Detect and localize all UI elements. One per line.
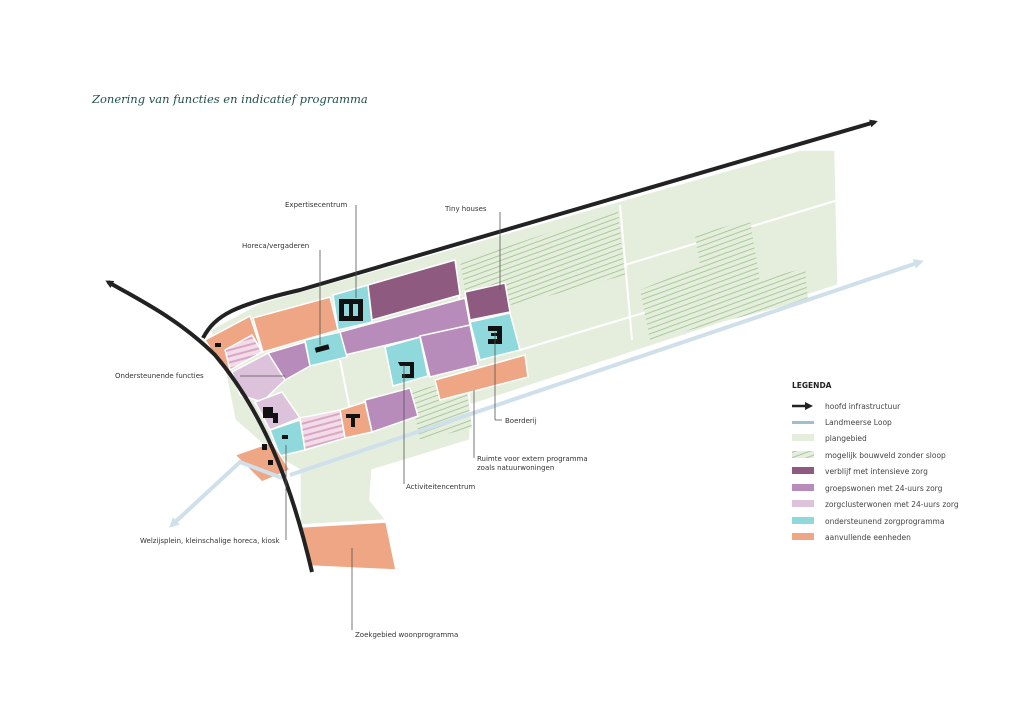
legend-title: LEGENDA — [792, 381, 832, 390]
legend-item: zorgclusterwonen met 24-uurs zorg — [825, 500, 959, 509]
legend-swatch-verblijf — [792, 467, 814, 474]
zone-hatched-pink — [224, 333, 264, 372]
hatched-buildfield — [640, 220, 808, 340]
zone-verblijf — [367, 259, 461, 321]
hatched-buildfield — [460, 210, 625, 305]
zone-aanvullend — [233, 441, 292, 483]
legend-swatch-aanvullend — [792, 533, 814, 540]
label-tiny-houses: Tiny houses — [444, 205, 487, 213]
buildings — [215, 299, 502, 465]
legend-swatch-plangebied — [792, 434, 814, 441]
legend-item: plangebied — [825, 434, 867, 443]
zone-verblijf — [464, 282, 511, 321]
zone-zoekgebied — [299, 521, 397, 571]
zone-groepswonen — [419, 324, 479, 378]
legend-swatch-groepswonen — [792, 484, 814, 491]
leader-lines — [240, 205, 502, 630]
zone-zorgcluster — [231, 352, 286, 403]
legend-swatch-ondersteunend — [792, 517, 814, 524]
legend-swatch-buildfield — [792, 451, 814, 458]
label-activiteitencentrum: Activiteitencentrum — [406, 483, 475, 491]
legend-item: verblijf met intensieve zorg — [825, 467, 928, 476]
zone-zorgcluster — [253, 391, 302, 431]
label-boerderij: Boerderij — [505, 417, 537, 425]
legend-swatch-zorgcluster — [792, 500, 814, 507]
label-welzijnsplein: Welzijsplein, kleinschalige horeca, kios… — [140, 537, 281, 545]
label-horeca: Horeca/vergaderen — [242, 242, 309, 250]
zone-ondersteunend — [384, 336, 429, 387]
label-expertisecentrum: Expertisecentrum — [285, 201, 347, 209]
legend: LEGENDA hoofd infrastructuur Landmeerse … — [792, 381, 959, 542]
legend-swatch-loop — [792, 421, 814, 424]
legend-item: mogelijk bouwveld zonder sloop — [825, 451, 946, 460]
label-ruimte-extern: Ruimte voor extern programma — [477, 455, 588, 463]
main-infrastructure — [105, 119, 878, 573]
label-ondersteunende-functies: Ondersteunende functies — [115, 372, 204, 380]
map-title: Zonering van functies en indicatief prog… — [92, 92, 368, 106]
legend-item: Landmeerse Loop — [825, 418, 892, 427]
label-natuurwoningen: zoals natuurwoningen — [477, 464, 554, 472]
legend-item: ondersteunend zorgprogramma — [825, 517, 944, 526]
legend-item: hoofd infrastructuur — [825, 402, 901, 411]
label-zoekgebied: Zoekgebied woonprogramma — [355, 631, 458, 639]
legend-item: groepswonen met 24-uurs zorg — [825, 484, 943, 493]
landmeerse-loop — [169, 259, 924, 528]
legend-item: aanvullende eenheden — [825, 533, 911, 542]
